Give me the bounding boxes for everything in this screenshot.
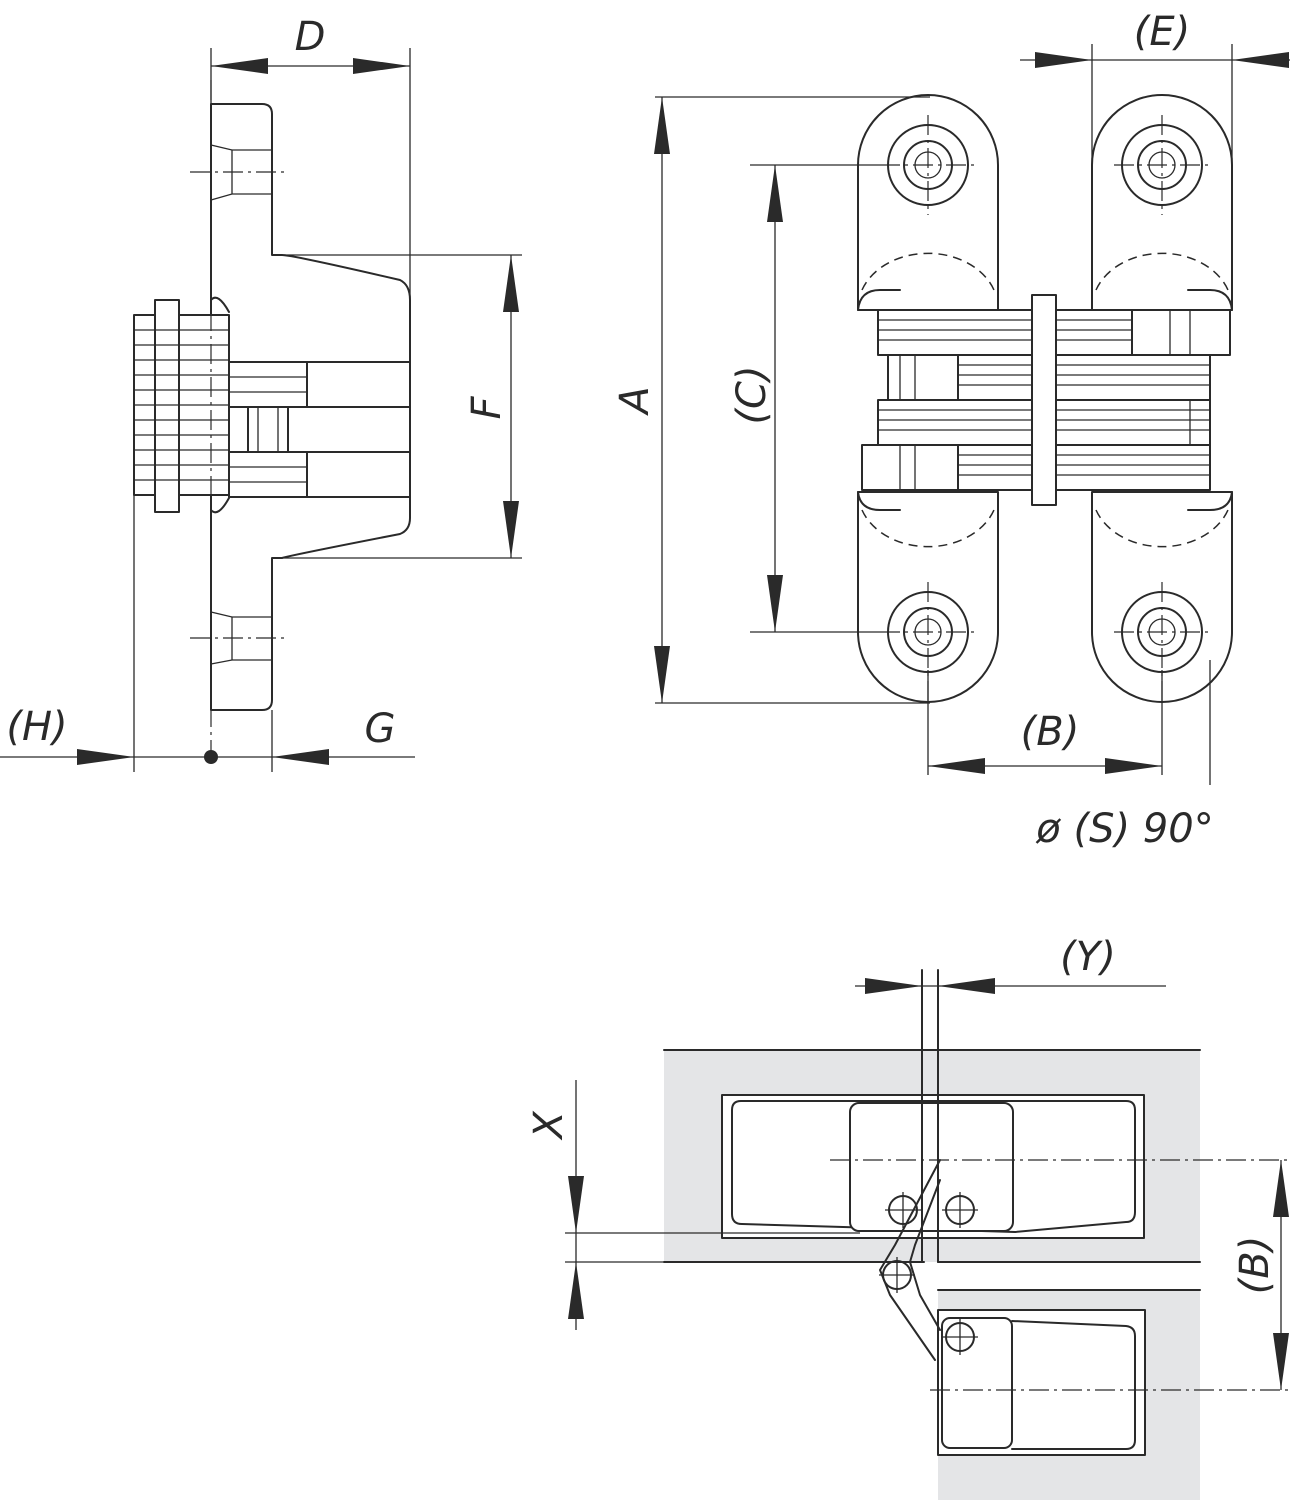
label-E: (E) xyxy=(1134,9,1190,55)
label-X: X xyxy=(526,1110,572,1141)
label-F: F xyxy=(464,396,510,420)
label-B-plan: (B) xyxy=(1232,1236,1278,1295)
plan-view xyxy=(565,969,1290,1500)
label-B-front: (B) xyxy=(1021,709,1080,755)
label-A: A xyxy=(612,386,658,416)
label-S-90: ø (S) 90° xyxy=(1035,806,1213,852)
label-C: (C) xyxy=(729,365,775,424)
front-view xyxy=(654,44,1290,785)
label-G: G xyxy=(365,706,396,752)
label-Y: (Y) xyxy=(1060,934,1116,980)
label-H: (H) xyxy=(6,704,67,750)
label-D: D xyxy=(295,14,326,60)
side-view xyxy=(0,48,522,772)
